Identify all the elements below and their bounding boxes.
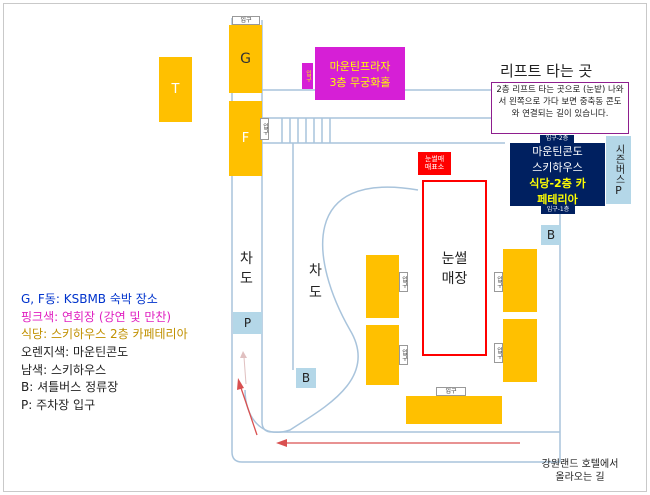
building-t-label: T [171,82,180,97]
plaza-entrance-tag: 입구 [302,63,313,89]
building-t[interactable]: T [159,57,192,122]
condo-block-right-top[interactable] [503,249,537,312]
condo-entrance-2f: 입구-2층 [540,135,574,143]
condo-line2: 스키하우스 [532,160,583,174]
f-entrance-tag: 입구 [260,118,269,140]
lift-title: 리프트 타는 곳 [500,62,593,80]
building-g[interactable]: G [229,25,262,93]
condo-block-right-bottom-entrance: 입구 [494,343,503,363]
condo-block-left-bottom-entrance: 입구 [399,345,408,365]
legend-parking: P: 주차장 입구 [21,398,96,412]
left-road-label-top: 차 [240,251,253,267]
mid-road-label-top: 차 [309,263,322,279]
hotel-path-line1: 강원랜드 호텔에서 [541,459,619,470]
mountain-condo-ski-house[interactable]: 마운틴콘도 스키하우스 식당-2층 카 페테리아 [510,143,605,206]
condo-block-bottom[interactable] [406,396,502,424]
condo-entrance-1f: 입구-1층 [541,206,575,214]
arrow-stem-head [240,351,247,358]
plaza-line1: 마운틴프라자 [329,59,391,73]
condo-block-bottom-entrance: 입구 [436,387,466,396]
lift-note: 2층 리프트 타는 곳으로 (눈밭) 나와서 왼쪽으로 가다 보면 중축동 콘도… [491,82,629,134]
season-bus-label: 시즌버스 [613,143,624,184]
legend-navy: 남색: 스키하우스 [21,363,107,377]
bus-stop-mid[interactable]: B [296,368,316,388]
parking-entrance[interactable]: P [233,312,262,334]
hotel-arrow-head [276,439,287,447]
condo-line3: 식당-2층 카 [529,176,586,190]
left-road-label-bottom: 도 [240,271,253,287]
bottom-road-inner [261,382,560,433]
ticket-line1: 눈썰매 [424,154,445,163]
building-f[interactable]: F [229,101,262,176]
sled-slope[interactable]: 눈썰 매장 [422,180,487,356]
g-entrance-tag-wrap: 입구 [232,16,260,25]
condo-block-right-bottom[interactable] [503,319,537,382]
season-bus-parking[interactable]: 시즌버스 P [606,136,631,204]
legend-bus: B: 셔틀버스 정류장 [21,380,119,394]
condo-block-left-top-entrance: 입구 [399,272,408,292]
legend-orange: 오렌지색: 마운틴콘도 [21,345,129,359]
hotel-path-line2: 올라오는 길 [555,472,605,483]
plaza-line2: 3층 무궁화홀 [329,75,391,89]
hotel-arrow-head-2 [237,378,244,390]
sled-ticket-office[interactable]: 눈썰매 매표소 [418,152,451,175]
slope-label1: 눈썰 [441,251,468,267]
condo-line1: 마운틴콘도 [532,144,583,158]
bus-stop-right[interactable]: B [541,225,561,245]
condo-block-left-top[interactable] [366,255,399,318]
stairs [281,118,331,143]
building-g-label: G [240,51,251,67]
condo-line4: 페테리아 [537,192,578,206]
map-frame [3,3,647,492]
condo-block-right-top-entrance: 입구 [494,272,503,292]
bottom-road-outer [231,382,560,463]
ticket-line2: 매표소 [424,162,445,171]
legend-gf: G, F동: KSBMB 숙박 장소 [21,292,158,306]
season-bus-p: P [615,183,622,197]
arrow-stem [243,356,247,385]
g-entrance-tag: 입구 [232,16,260,25]
hotel-arrow-line-2 [239,384,258,436]
building-f-label: F [241,131,250,146]
slope-label2: 매장 [441,271,468,287]
legend-pink: 핑크색: 연회장 (강연 및 만찬) [21,310,172,324]
hotel-path-label: 강원랜드 호텔에서 올라오는 길 [520,458,640,484]
condo-block-left-bottom[interactable] [366,325,399,385]
mid-road-label-bottom: 도 [309,285,322,301]
legend-food: 식당: 스키하우스 2층 카페테리아 [21,327,188,341]
mountain-plaza[interactable]: 마운틴프라자 3층 무궁화홀 [315,47,405,100]
